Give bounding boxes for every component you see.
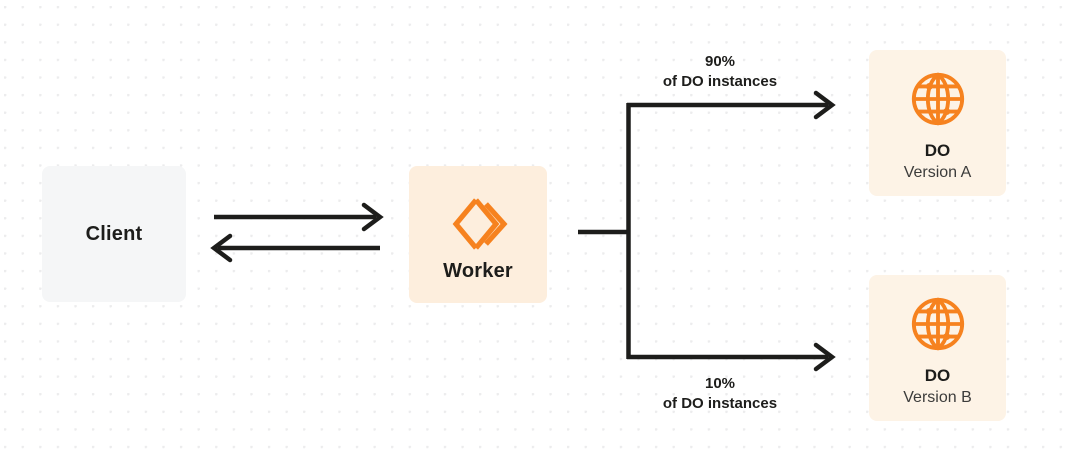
worker-node-label: Worker [443,260,513,282]
do-version-a-label: DO [924,141,951,160]
globe-icon [909,295,967,353]
edge-label-do-a-description: of DO instances [662,73,778,91]
cloudflare-workers-icon [446,192,510,256]
do-version-b-sublabel: Version B [903,388,972,406]
do-version-b-label: DO [924,366,951,385]
worker-node: Worker [409,166,547,303]
do-version-a-node: DO Version A [869,50,1006,196]
client-node-label: Client [85,223,143,245]
edge-label-do-b-description: of DO instances [662,395,778,413]
edge-worker-to-client [210,233,380,263]
edge-label-do-b: 10% of DO instances [632,374,808,415]
do-version-a-sublabel: Version A [903,163,972,181]
client-node: Client [42,166,186,302]
edge-client-to-worker [214,202,384,232]
edge-worker-to-do-b [627,342,836,372]
edge-label-do-a: 90% of DO instances [632,52,808,93]
edge-label-do-a-percent: 90% [704,53,736,70]
globe-icon [909,70,967,128]
edge-label-do-b-percent: 10% [704,375,736,392]
do-version-b-node: DO Version B [869,275,1006,421]
edge-worker-to-do-a [627,90,836,120]
